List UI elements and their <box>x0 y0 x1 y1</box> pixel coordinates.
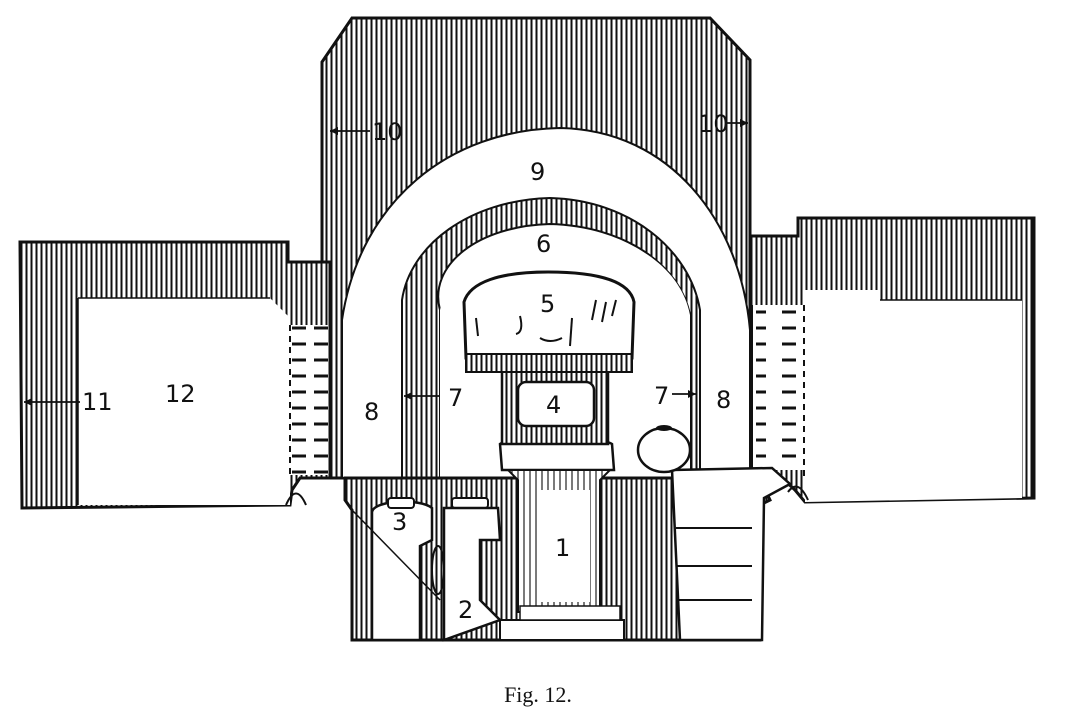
right-wing <box>748 216 1036 504</box>
panel-5 <box>462 270 636 373</box>
arrows <box>24 119 748 406</box>
label-10-right: 10 <box>698 110 729 138</box>
labels: 1 2 3 4 5 6 7 7 8 8 9 10 10 11 12 <box>82 110 731 624</box>
label-2: 2 <box>458 596 473 624</box>
left-room-12 <box>78 298 290 505</box>
right-room <box>805 290 1022 502</box>
label-8-right: 8 <box>716 386 731 414</box>
pedestal-column-1 <box>498 436 625 641</box>
figure-caption: Fig. 12. <box>504 682 572 707</box>
label-4: 4 <box>546 391 561 419</box>
label-12: 12 <box>165 380 196 408</box>
right-stair-block <box>670 466 793 642</box>
label-7-left: 7 <box>448 384 463 412</box>
label-3: 3 <box>392 508 407 536</box>
label-8-left: 8 <box>364 398 379 426</box>
label-5: 5 <box>540 290 555 318</box>
panel-4 <box>500 368 610 446</box>
round-vessel <box>636 426 692 474</box>
label-11: 11 <box>82 388 113 416</box>
left-wing <box>18 240 343 510</box>
label-9: 9 <box>530 158 545 186</box>
label-1: 1 <box>555 534 570 562</box>
object-2 <box>442 506 503 642</box>
label-7-right: 7 <box>654 382 669 410</box>
label-6: 6 <box>536 230 551 258</box>
object-3 <box>370 500 434 642</box>
label-10-left: 10 <box>372 118 403 146</box>
cylinder-object <box>431 545 445 595</box>
right-passage-dashes <box>752 305 804 470</box>
lower-room-objects <box>351 497 503 642</box>
